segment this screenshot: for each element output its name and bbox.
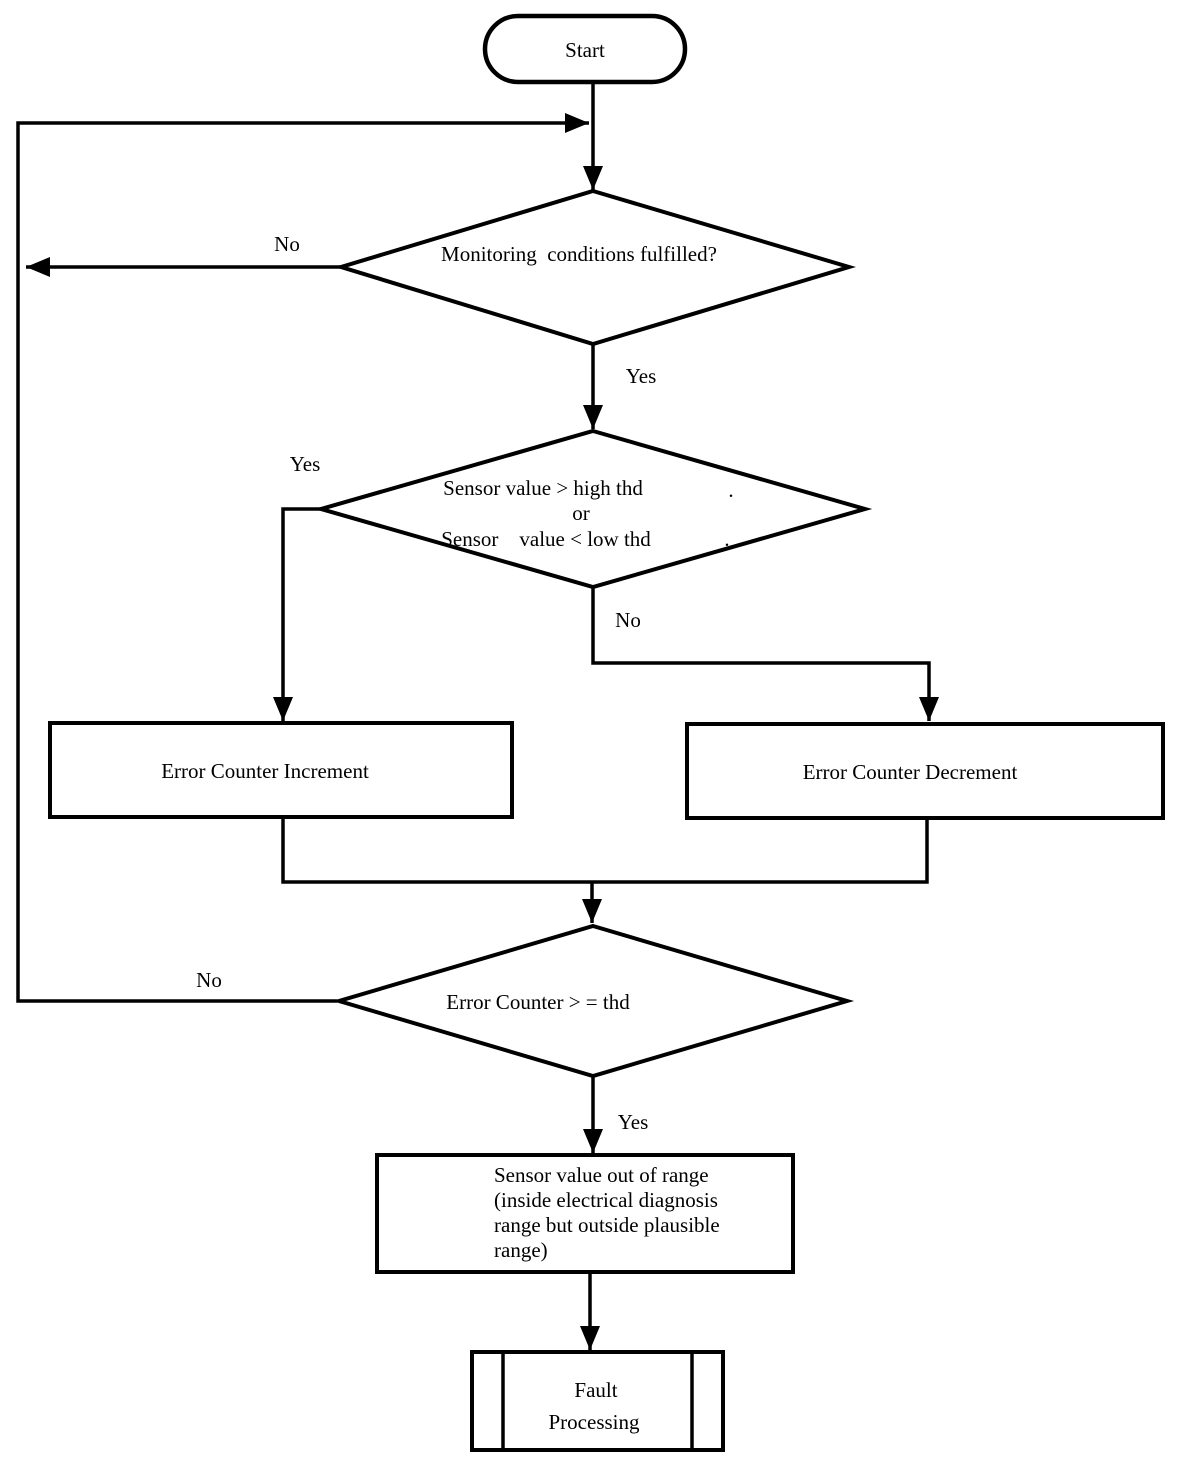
decision-error-counter-threshold-label: Error Counter > = thd	[446, 990, 630, 1014]
predefined-process-fault	[470, 1350, 725, 1452]
start-label: Start	[565, 38, 605, 62]
process-error-counter-increment	[48, 721, 514, 819]
edge-label-sensor-no: No	[615, 608, 641, 632]
stray-dot-2: .	[724, 527, 729, 551]
process-error-counter-increment-label: Error Counter Increment	[161, 759, 369, 783]
predefined-process-fault-line-2: Processing	[549, 1410, 640, 1434]
predefined-process-fault-line-1: Fault	[574, 1378, 617, 1402]
process-error-counter-decrement-label: Error Counter Decrement	[803, 760, 1018, 784]
stray-dot-1: .	[728, 478, 733, 502]
decision-sensor-line-2: or	[572, 501, 590, 525]
edge-label-monitoring-yes: Yes	[626, 364, 657, 388]
edge-decrement-merge	[592, 818, 929, 884]
decision-monitoring-label: Monitoring conditions fulfilled?	[441, 242, 717, 266]
start-node	[482, 13, 688, 85]
decision-sensor-line-3: Sensor value < low thd	[441, 527, 651, 551]
process-out-of-range	[375, 1153, 795, 1274]
process-out-of-range-line-4: range)	[494, 1238, 548, 1262]
edge-loop-return	[16, 113, 589, 1003]
edge-increment-merge	[281, 817, 592, 884]
edge-label-monitoring-no: No	[274, 232, 300, 256]
process-out-of-range-line-3: range but outside plausible	[494, 1213, 720, 1237]
edge-label-threshold-yes: Yes	[618, 1110, 649, 1134]
process-out-of-range-line-2: (inside electrical diagnosis	[494, 1188, 718, 1212]
edge-label-threshold-no: No	[196, 968, 222, 992]
decision-sensor-value	[313, 428, 873, 590]
process-error-counter-decrement	[685, 722, 1165, 820]
process-out-of-range-line-1: Sensor value out of range	[494, 1163, 709, 1187]
edge-sensor-yes	[273, 507, 321, 721]
decision-sensor-line-1: Sensor value > high thd	[443, 476, 643, 500]
decision-error-counter-threshold	[331, 923, 855, 1079]
edge-sensor-no	[591, 587, 939, 721]
edge-label-sensor-yes: Yes	[290, 452, 321, 476]
decision-monitoring	[334, 188, 856, 347]
